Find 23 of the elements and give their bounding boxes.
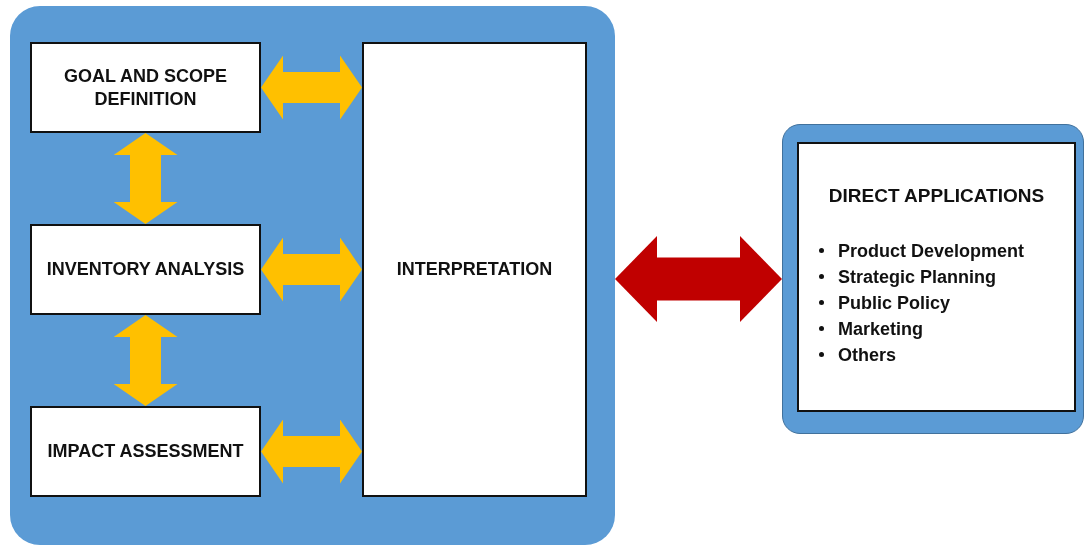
list-item: Product Development	[838, 240, 1025, 261]
box-label: INVENTORY ANALYSIS	[46, 258, 245, 281]
list-item: Strategic Planning	[838, 266, 997, 287]
process-box	[30, 42, 261, 133]
double-arrow	[113, 315, 178, 406]
box-label: INTERPRETATION	[396, 258, 553, 281]
panel-background	[782, 124, 1084, 434]
double-arrow	[261, 419, 362, 484]
box-heading: DIRECT APPLICATIONS	[828, 184, 1045, 208]
double-arrow	[615, 236, 782, 322]
box-label: GOAL AND SCOPE DEFINITION	[63, 65, 228, 110]
process-box	[30, 406, 261, 497]
box-label: IMPACT ASSESSMENT	[47, 440, 244, 463]
panel-background	[10, 6, 615, 545]
list-item: Public Policy	[838, 292, 951, 313]
process-box	[797, 142, 1076, 412]
list-item: Others	[838, 345, 897, 366]
double-arrow	[261, 55, 362, 120]
double-arrow	[113, 133, 178, 224]
list-item: Marketing	[838, 319, 924, 340]
process-box	[30, 224, 261, 315]
double-arrow	[261, 237, 362, 302]
process-box	[362, 42, 587, 497]
